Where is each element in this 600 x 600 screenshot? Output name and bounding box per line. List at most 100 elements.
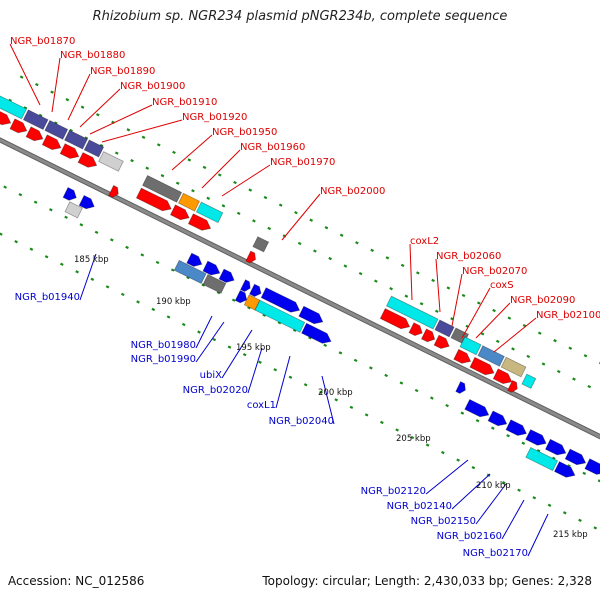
tick-mark <box>471 465 476 470</box>
gene-feature <box>202 273 227 294</box>
gene-feature <box>0 111 12 126</box>
tick-mark <box>44 255 49 259</box>
gene-feature <box>420 328 436 343</box>
tick-mark <box>273 368 278 372</box>
map-title: Rhizobium sp. NGR234 plasmid pNGR234b, c… <box>92 9 508 24</box>
tick-mark <box>60 262 64 266</box>
tick-mark <box>582 471 587 476</box>
tick-mark <box>75 270 79 274</box>
tick-mark <box>79 223 84 227</box>
gene-feature <box>298 305 324 325</box>
tick-mark <box>309 218 314 222</box>
tick-mark <box>126 128 131 132</box>
tick-mark <box>252 219 256 223</box>
scale-label: 205 kbp <box>396 434 431 444</box>
tick-mark <box>416 271 420 275</box>
gene-feature <box>25 126 44 142</box>
scale-label: 190 kbp <box>156 297 191 307</box>
tick-mark <box>343 264 348 268</box>
genome-summary: Topology: circular; Length: 2,430,033 bp… <box>262 574 592 588</box>
tick-mark <box>323 343 328 347</box>
tick-mark <box>233 180 237 185</box>
gene-feature <box>464 398 490 418</box>
tick-mark <box>69 128 73 133</box>
tick-mark <box>430 396 434 400</box>
gene-feature <box>142 174 183 203</box>
tick-mark <box>370 248 374 252</box>
gene-feature <box>553 461 576 478</box>
top-leader <box>461 287 491 339</box>
tick-mark <box>338 351 343 355</box>
gene-feature <box>173 259 207 285</box>
tick-mark <box>568 346 573 350</box>
bottom-gene-label: NGR_b02170 <box>463 548 528 559</box>
gene-labels: NGR_b01870NGR_b01880NGR_b01890NGR_b01900… <box>10 36 600 559</box>
tick-mark <box>114 151 119 155</box>
top-leader <box>451 273 463 327</box>
top-gene-label: NGR_b02100 <box>536 310 600 321</box>
tick-mark <box>187 158 192 162</box>
gene-feature <box>505 419 527 436</box>
tick-mark <box>562 511 567 515</box>
gene-feature <box>385 295 439 330</box>
bottom-leader <box>247 347 263 394</box>
tick-mark <box>278 203 283 207</box>
tick-mark <box>191 189 195 193</box>
tick-mark <box>507 316 512 320</box>
tick-mark <box>480 332 485 336</box>
tick-mark <box>248 188 253 192</box>
tick-mark <box>53 121 58 125</box>
label-leaders <box>9 43 549 557</box>
tick-mark <box>202 165 207 170</box>
tick-mark <box>410 435 415 440</box>
top-leader <box>9 43 41 106</box>
gene-feature <box>177 192 201 212</box>
tick-mark <box>262 313 267 317</box>
tick-mark <box>476 301 481 305</box>
scale-label: 195 kbp <box>236 343 271 353</box>
tick-mark <box>385 256 390 260</box>
bottom-leader <box>195 321 225 363</box>
top-leader <box>281 193 321 241</box>
bottom-gene-label: NGR_b02020 <box>183 385 248 396</box>
tick-mark <box>14 240 18 244</box>
tick-mark <box>461 293 466 298</box>
tick-mark <box>324 226 329 230</box>
tick-mark <box>90 277 95 281</box>
top-leader <box>171 134 213 171</box>
tick-mark <box>247 306 251 310</box>
gene-feature <box>469 356 495 376</box>
tick-mark <box>84 136 89 140</box>
bottom-leader <box>475 483 507 525</box>
tick-mark <box>206 196 211 200</box>
tick-mark <box>151 307 156 312</box>
gene-feature <box>9 118 28 134</box>
gene-feature <box>78 194 95 210</box>
tick-mark <box>358 271 363 276</box>
tick-mark <box>172 150 176 155</box>
tick-mark <box>425 443 430 447</box>
tick-mark <box>258 360 262 364</box>
bottom-leader <box>321 375 335 425</box>
tick-mark <box>399 381 404 385</box>
tick-mark <box>511 347 515 351</box>
gene-feature <box>64 201 83 219</box>
tick-mark <box>50 90 54 94</box>
tick-mark <box>404 294 409 298</box>
tick-mark <box>140 253 145 257</box>
tick-mark <box>556 369 561 374</box>
tick-mark <box>109 238 114 242</box>
top-gene-label: NGR_b01900 <box>120 81 185 92</box>
gene-feature <box>408 322 423 337</box>
accession-text: Accession: NC_012586 <box>8 574 145 588</box>
gene-feature <box>564 448 587 466</box>
bottom-leader <box>425 459 469 495</box>
gene-feature <box>44 119 69 140</box>
top-leader <box>67 73 91 121</box>
tick-mark <box>35 82 39 87</box>
gene-feature <box>62 186 77 201</box>
bottom-leader <box>275 355 291 409</box>
tick-mark <box>19 75 24 79</box>
tick-mark <box>521 441 526 445</box>
tick-mark <box>186 275 190 280</box>
